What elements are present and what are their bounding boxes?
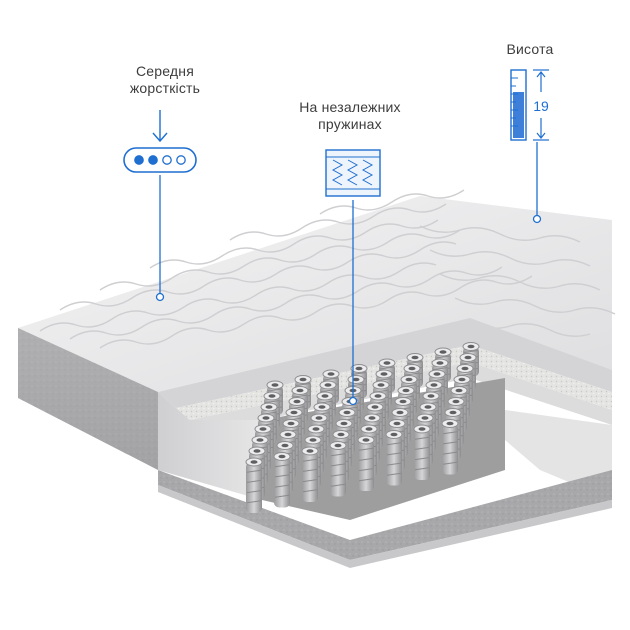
pocket-springs-icon xyxy=(325,149,381,197)
height-ruler-icon: 19 xyxy=(510,69,549,141)
height-value: 19 xyxy=(533,98,549,114)
coir-layer xyxy=(176,345,612,420)
springs-label-line2: пружинах xyxy=(318,116,382,132)
firmness-dot xyxy=(134,155,144,165)
spring-coil xyxy=(357,435,375,491)
foam-frame-left xyxy=(158,392,262,500)
mattress-top-surface xyxy=(18,196,612,392)
firmness-label: Середня жорсткість xyxy=(110,63,220,97)
bottom-layer xyxy=(158,470,612,560)
spring-coil xyxy=(329,441,347,497)
spring-coil xyxy=(245,457,263,513)
firmness-level-icon xyxy=(123,110,197,173)
firmness-label-line1: Середня xyxy=(135,63,195,79)
springs-label: На незалежних пружинах xyxy=(280,99,420,133)
firmness-dot xyxy=(162,155,172,165)
height-label: Висота xyxy=(495,41,565,58)
height-label-line1: Висота xyxy=(506,41,554,57)
callout-lines xyxy=(155,142,542,406)
firmness-label-line2: жорсткість xyxy=(129,80,201,96)
firmness-dot xyxy=(176,155,186,165)
spring-coil xyxy=(413,424,431,480)
firmness-dot xyxy=(148,155,158,165)
spring-coil xyxy=(441,419,459,475)
spring-coil xyxy=(273,452,291,508)
pocket-springs xyxy=(245,342,480,513)
spring-coil xyxy=(385,430,403,486)
springs-label-line1: На незалежних xyxy=(299,99,401,115)
spring-coil xyxy=(301,446,319,502)
mattress xyxy=(18,189,616,568)
quilt-pattern xyxy=(39,189,616,349)
